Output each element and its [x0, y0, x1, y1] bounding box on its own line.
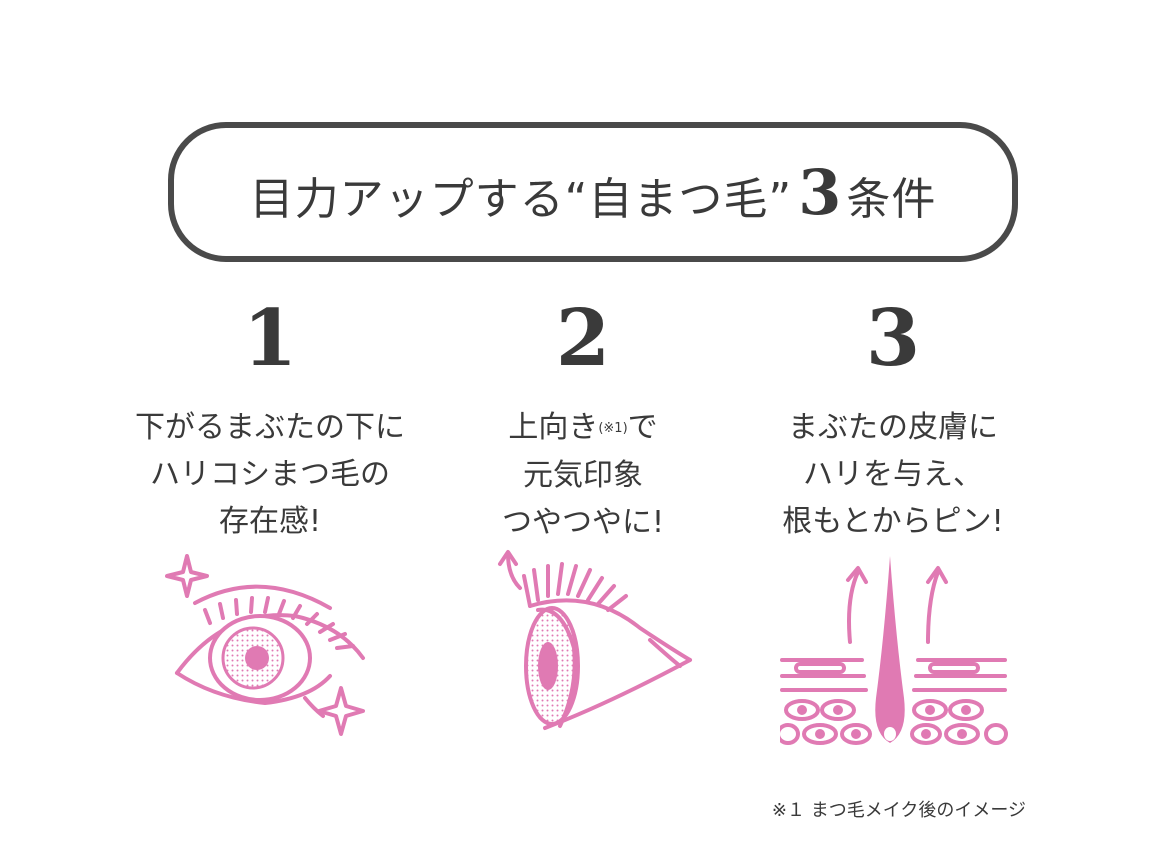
title-text: 目力アップする“自まつ毛” [249, 173, 793, 225]
condition-3-line-1: まぶたの皮膚に [788, 410, 998, 445]
condition-1-line-2: ハリコシまつ毛の [150, 457, 390, 492]
condition-2-line-3: つやつやに! [501, 505, 665, 540]
condition-3: 3 まぶたの皮膚に ハリを与え、 根もとからピン! [733, 290, 1053, 545]
footnote-ref: (※1) [598, 421, 628, 436]
title-number: 3 [798, 155, 843, 229]
title: 目力アップする“自まつ毛” 3 条件 [250, 156, 937, 229]
condition-1: 1 下がるまぶたの下に ハリコシまつ毛の 存在感! [110, 290, 430, 545]
condition-2: 2 上向き(※1)で 元気印象 つやつやに! [423, 290, 743, 546]
condition-1-number: 1 [242, 293, 298, 384]
condition-2-line-2: 元気印象 [523, 458, 643, 493]
condition-2-line-1-end: で [627, 410, 658, 445]
condition-2-line-1-main: 上向き [508, 410, 599, 445]
condition-1-line-1: 下がるまぶたの下に [135, 410, 405, 445]
sparkle-eye-icon [165, 554, 365, 736]
condition-1-line-3: 存在感! [218, 504, 322, 539]
title-box: 目力アップする“自まつ毛” 3 条件 [168, 122, 1018, 262]
condition-3-line-2: ハリを与え、 [803, 457, 983, 492]
footnote: ※１ まつ毛メイク後のイメージ [771, 800, 1026, 821]
skin-hair-root-icon [780, 556, 1008, 745]
condition-2-number: 2 [555, 293, 611, 384]
condition-3-line-3: 根もとからピン! [782, 504, 1004, 539]
title-suffix: 条件 [846, 173, 937, 225]
condition-3-description: まぶたの皮膚に ハリを与え、 根もとからピン! [733, 404, 1053, 545]
upturned-lash-eye-icon [498, 550, 692, 730]
condition-2-line-1: 上向き(※1)で [423, 404, 743, 452]
condition-2-description: 上向き(※1)で 元気印象 つやつやに! [423, 404, 743, 546]
condition-1-description: 下がるまぶたの下に ハリコシまつ毛の 存在感! [110, 404, 430, 545]
condition-3-number: 3 [865, 293, 921, 384]
